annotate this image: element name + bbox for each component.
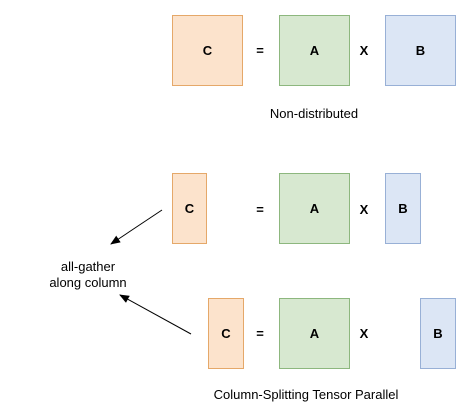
equals-sign: = [256, 202, 264, 217]
equals-sign: = [256, 326, 264, 341]
matrix-a-full: A [279, 15, 350, 86]
matrix-b-label: B [433, 326, 443, 341]
matrix-c-label: C [184, 201, 195, 216]
multiply-sign: X [359, 326, 369, 341]
matrix-c-shard-2: C [208, 298, 244, 369]
matrix-a-label: A [309, 201, 320, 216]
all-gather-label-line1: all-gather [60, 259, 116, 274]
matrix-b-label: B [415, 43, 426, 58]
matrix-b-shard-2: B [420, 298, 456, 369]
matrix-b-label: B [398, 201, 408, 216]
matrix-a-label: A [309, 43, 320, 58]
all-gather-label-line2: along column [49, 275, 127, 290]
matrix-b-full: B [385, 15, 456, 86]
matrix-a-full: A [279, 173, 350, 244]
matrix-c-label: C [202, 43, 213, 58]
matrix-c-shard-1: C [172, 173, 207, 244]
arrow-from-top-shard [110, 209, 163, 245]
matrix-a-full: A [279, 298, 350, 369]
caption-non-distributed: Non-distributed [269, 106, 359, 121]
matrix-b-shard-1: B [385, 173, 421, 244]
multiply-sign: X [359, 43, 369, 58]
matrix-c-full: C [172, 15, 243, 86]
equals-sign: = [256, 43, 264, 58]
matrix-c-label: C [221, 326, 231, 341]
multiply-sign: X [359, 202, 369, 217]
matrix-a-label: A [309, 326, 320, 341]
caption-column-splitting: Column-Splitting Tensor Parallel [213, 387, 399, 402]
all-gather-label: all-gather along column [28, 259, 148, 291]
arrow-from-bottom-shard [119, 294, 192, 335]
